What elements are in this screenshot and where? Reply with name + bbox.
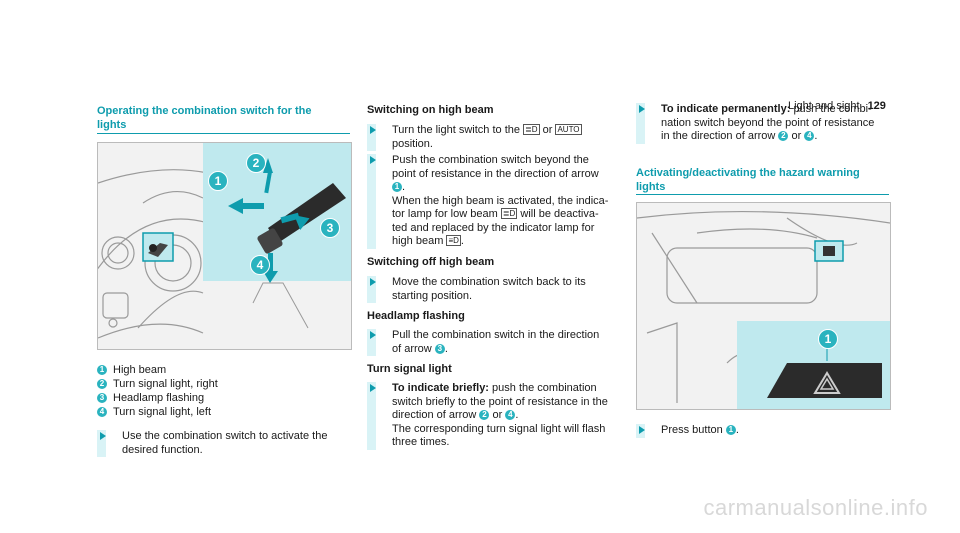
step-indicate-briefly: To indicate briefly: push the combinatio… (367, 382, 627, 450)
legend-label: Turn signal light, left (113, 406, 212, 418)
step-light-switch: Turn the light switch to the ≣D or AUTO … (367, 124, 627, 151)
step-move-back: Move the combination switch back to its … (367, 276, 627, 303)
step-text: Press button (661, 424, 723, 436)
low-beam-icon: ≣D (500, 208, 518, 219)
step-bold: To indicate permanently: (661, 103, 791, 115)
legend-label: Headlamp flashing (113, 392, 205, 404)
legend-number: 1 (97, 365, 107, 375)
title-rule (636, 194, 889, 195)
step-line: starting position. (392, 289, 473, 302)
hazard-button-illustration: 1 (636, 202, 891, 410)
step-line: Pull the combination switch in the direc… (392, 329, 600, 341)
step-text: or (492, 409, 503, 421)
console-drawing (637, 203, 890, 409)
step-text: push the combination (492, 382, 597, 394)
title-line: Activating/deactivating the hazard warni… (636, 167, 860, 179)
high-beam-icon: ≡D (446, 235, 461, 246)
step-arrow-icon (370, 278, 376, 286)
step-arrow-icon (100, 432, 106, 440)
legend-label: High beam (113, 364, 167, 376)
step-text: high beam (392, 235, 444, 247)
arrow-number: 4 (804, 131, 815, 141)
heading-high-beam-off: Switching off high beam (367, 256, 495, 268)
legend-item: 1 High beam (97, 364, 166, 377)
step-line: point of resistance in the direction of … (392, 167, 599, 180)
step-line: Use the combination switch to activate t… (122, 430, 328, 442)
running-header: Light and sight 129 (788, 100, 886, 112)
step-text: of arrow (392, 342, 432, 355)
title-line: lights (636, 181, 666, 193)
step-arrow-icon (639, 105, 645, 113)
step-press-button: Press button 1. (636, 424, 896, 438)
step-text: or (542, 124, 553, 136)
title-line: Operating the combination switch for the (97, 105, 312, 117)
callout-1: 1 (208, 171, 228, 191)
step-text: will be deactiva- (520, 208, 599, 220)
combination-switch-illustration: 2 1 3 4 (97, 142, 352, 350)
legend-number: 3 (97, 393, 107, 403)
arrow-number: 2 (778, 131, 789, 141)
callout-3: 3 (320, 218, 340, 238)
button-number: 1 (725, 425, 736, 435)
step-text: in the direction of arrow (661, 130, 776, 142)
title-line: lights (97, 119, 127, 131)
section-name: Light and sight (788, 100, 860, 112)
step-text: tor lamp for low beam (392, 208, 498, 220)
step-line: ted and replaced by the indicator lamp f… (392, 221, 595, 234)
step-text: Turn the light switch to the (392, 124, 520, 136)
arrow-number: 2 (479, 410, 490, 420)
step-arrow-icon (370, 156, 376, 164)
heading-high-beam-on: Switching on high beam (367, 104, 494, 116)
callout-1: 1 (818, 329, 838, 349)
arrow-number: 4 (505, 410, 516, 420)
step-text: push the combi- (793, 103, 872, 115)
legend-item: 4 Turn signal light, left (97, 406, 211, 419)
callout-4: 4 (250, 255, 270, 275)
step-line: switch briefly to the point of resistanc… (392, 395, 608, 408)
step-pull-switch: Pull the combination switch in the direc… (367, 329, 627, 356)
legend-item: 2 Turn signal light, right (97, 378, 218, 391)
step-line: desired function. (122, 443, 203, 456)
page-number: 129 (867, 100, 886, 112)
left-step: Use the combination switch to activate t… (97, 430, 357, 457)
low-beam-icon: ≣D (523, 124, 540, 135)
step-arrow-icon (370, 384, 376, 392)
step-arrow-icon (370, 126, 376, 134)
left-section-title: Operating the combination switch for the… (97, 104, 337, 132)
step-arrow-icon (370, 331, 376, 339)
legend-number: 4 (97, 407, 107, 417)
heading-turn-signal: Turn signal light (367, 363, 452, 375)
step-line: nation switch beyond the point of resist… (661, 116, 875, 129)
step-line: When the high beam is activated, the ind… (392, 194, 609, 207)
callout-2: 2 (246, 153, 266, 173)
step-arrow-icon (639, 426, 645, 434)
legend-item: 3 Headlamp flashing (97, 392, 204, 405)
watermark: carmanualsonline.info (703, 495, 928, 520)
title-rule (97, 133, 350, 134)
step-line: Push the combination switch beyond the (392, 154, 589, 166)
legend-number: 2 (97, 379, 107, 389)
step-push-switch: Push the combination switch beyond the p… (367, 154, 627, 249)
step-line: three times. (392, 436, 450, 448)
step-line: Move the combination switch back to its (392, 276, 586, 288)
heading-headlamp-flashing: Headlamp flashing (367, 310, 465, 322)
step-text: or (791, 130, 802, 142)
arrow-number: 3 (434, 343, 445, 354)
step-line: The corresponding turn signal light will… (392, 422, 606, 435)
step-line: position. (392, 137, 433, 150)
step-bold: To indicate briefly: (392, 382, 489, 394)
auto-light-icon: AUTO (555, 124, 582, 135)
step-indicate-permanently: To indicate permanently: push the combi-… (636, 103, 896, 144)
step-text: direction of arrow (392, 409, 477, 421)
legend-label: Turn signal light, right (113, 378, 218, 390)
arrow-number: 1 (392, 182, 402, 192)
right-section-title: Activating/deactivating the hazard warni… (636, 166, 896, 194)
